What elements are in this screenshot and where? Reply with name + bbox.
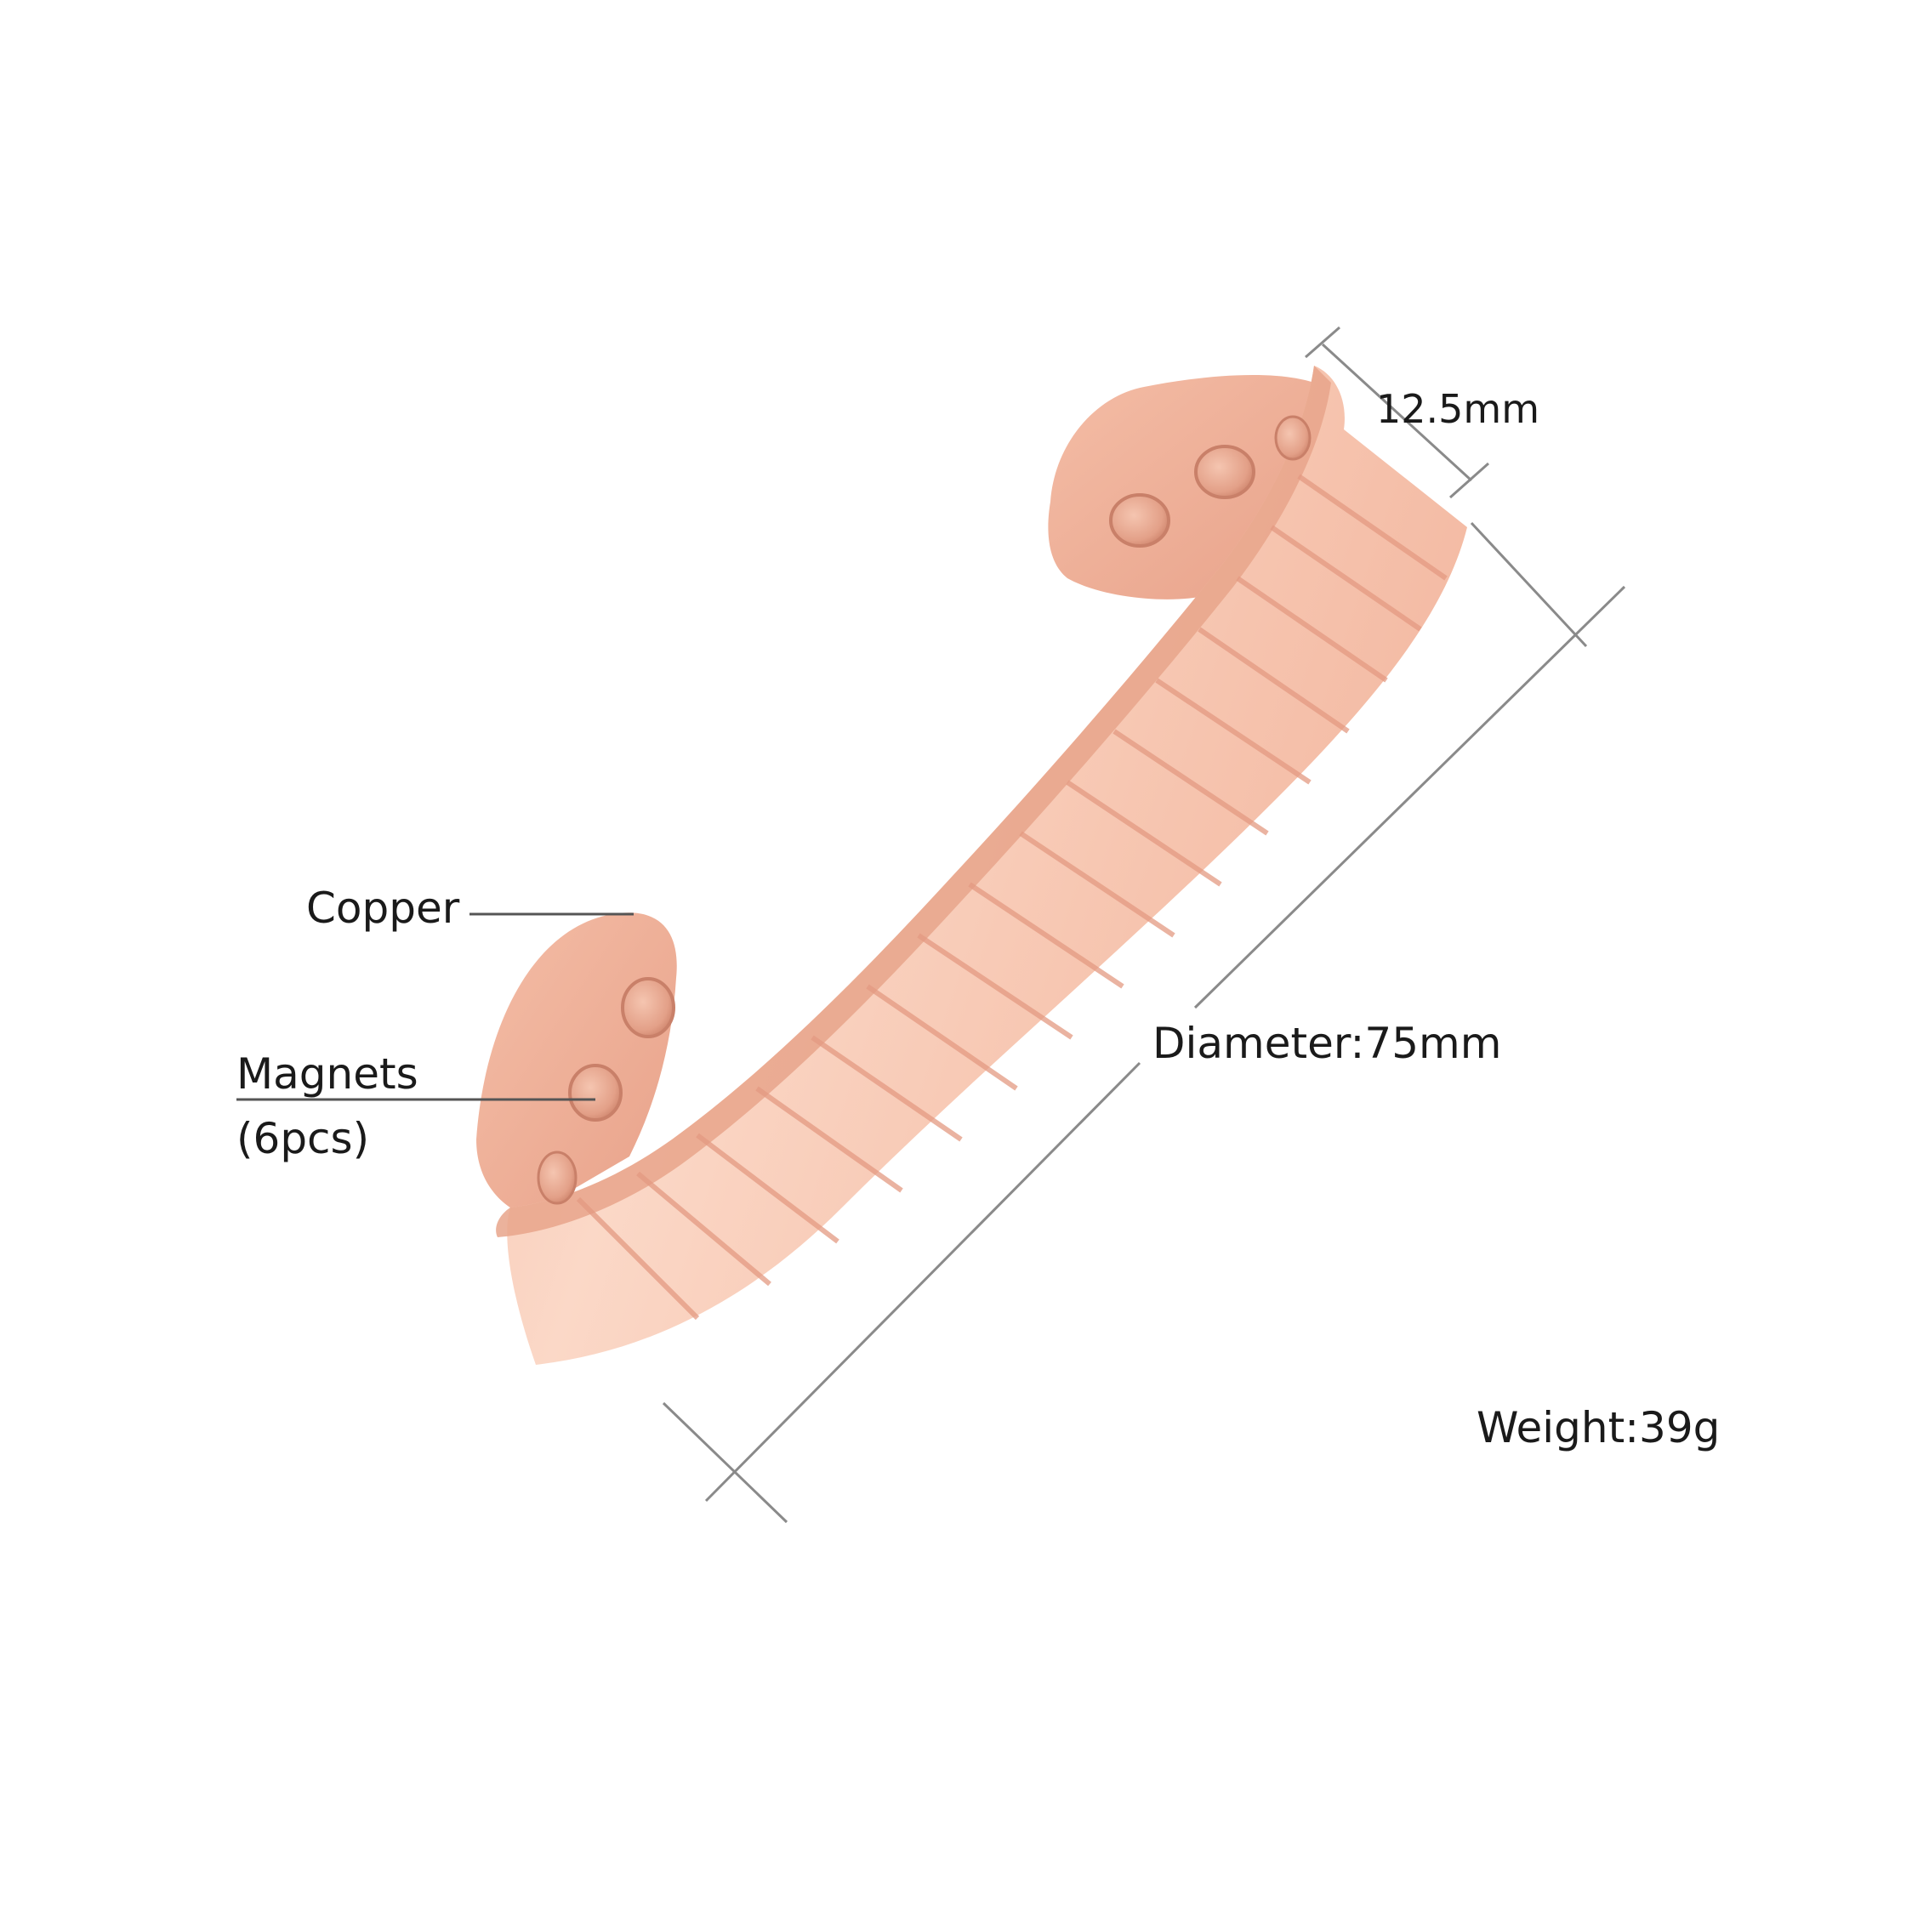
diameter-label: Diameter:75mm bbox=[1152, 1019, 1502, 1068]
magnet-icon bbox=[568, 1064, 623, 1122]
band-grooves bbox=[576, 474, 1448, 1321]
magnets-label-line2: (6pcs) bbox=[236, 1114, 370, 1163]
copper-label: Copper bbox=[306, 884, 460, 933]
magnet-icon bbox=[1274, 415, 1312, 461]
magnet-icon bbox=[1194, 445, 1255, 499]
diameter-dimension bbox=[662, 521, 1626, 1524]
cuff-inner-left-end bbox=[476, 912, 677, 1216]
width-label: 12.5mm bbox=[1376, 386, 1540, 432]
magnet-icon bbox=[1109, 493, 1170, 548]
weight-label: Weight:39g bbox=[1477, 1403, 1721, 1452]
magnet-icon bbox=[537, 1151, 578, 1205]
magnets-label-line1: Magnets bbox=[236, 1049, 418, 1099]
magnet-icon bbox=[621, 977, 675, 1038]
magnets-label: Magnets (6pcs) bbox=[236, 1042, 418, 1171]
width-dimension bbox=[1305, 326, 1489, 499]
cuff-inner-right-end bbox=[1048, 374, 1330, 599]
